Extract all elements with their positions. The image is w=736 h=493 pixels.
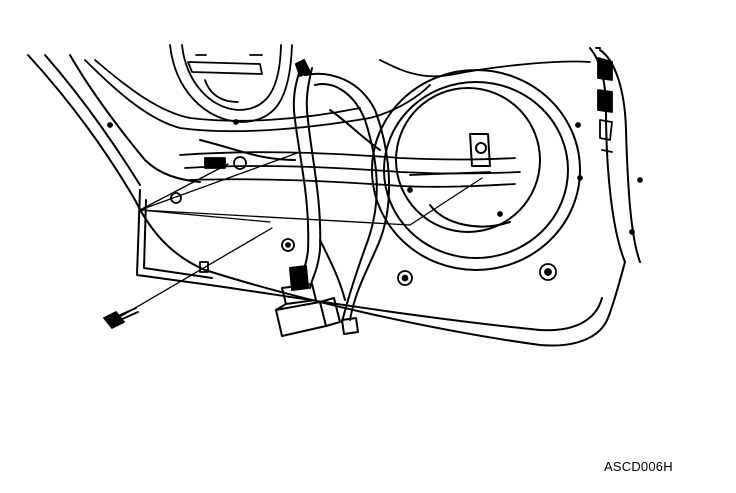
upper-speaker-hole <box>170 45 292 122</box>
wiring-harness <box>200 60 389 334</box>
leader-lines <box>118 152 482 318</box>
mounting-bolt <box>104 308 138 328</box>
large-speaker-hole <box>372 70 580 270</box>
figure-code-label: ASCD006H <box>604 459 673 474</box>
latch-detail <box>598 58 612 152</box>
window-regulator <box>180 152 520 187</box>
electrical-connector <box>276 266 340 336</box>
mounting-holes <box>108 120 642 285</box>
window-frame <box>85 60 590 131</box>
